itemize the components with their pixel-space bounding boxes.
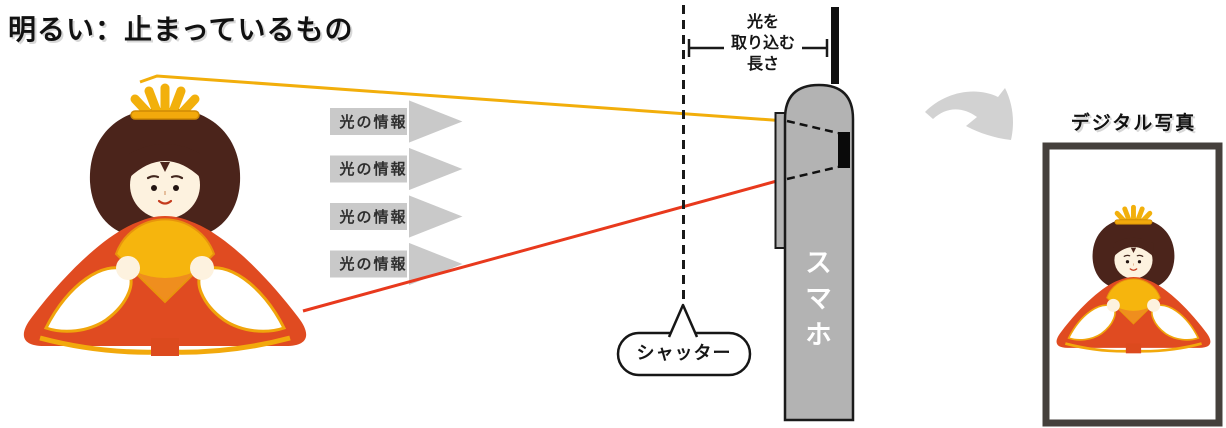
sensor-projection-lines: [786, 119, 839, 181]
light-info-arrow: [330, 145, 468, 193]
light-info-arrow: [330, 240, 468, 288]
image-sensor: [838, 132, 850, 168]
light-info-arrow: [330, 97, 468, 146]
sensor-plane-bar: [831, 7, 839, 84]
light-info-arrow-label: 光の情報: [339, 208, 408, 226]
light-ray-top: [139, 74, 787, 123]
exposure-line-3: 長さ: [746, 54, 779, 73]
diagram-title: 明るい：止まっているもの: [8, 13, 354, 46]
exposure-length-label: 光を 取り込む 長さ: [724, 11, 802, 74]
exposure-line-2: 取り込む: [730, 33, 795, 52]
light-info-arrows: [330, 97, 468, 288]
hina-doll-illustration: [24, 88, 306, 356]
light-info-arrow: [330, 192, 468, 241]
light-info-arrow-label: 光の情報: [339, 113, 408, 131]
exposure-line-1: 光を: [746, 12, 779, 31]
light-ray-bottom: [302, 177, 787, 313]
smartphone-body: [783, 83, 855, 422]
shutter-balloon: [616, 303, 752, 377]
transform-arrow-icon: [925, 88, 1013, 140]
shutter-balloon-label: シャッター: [636, 343, 732, 364]
digital-photo-label: デジタル写真: [1070, 112, 1197, 134]
light-info-arrow-label: 光の情報: [339, 255, 408, 273]
smartphone-label: スマホ: [800, 248, 831, 356]
light-info-arrow-label: 光の情報: [339, 160, 408, 178]
